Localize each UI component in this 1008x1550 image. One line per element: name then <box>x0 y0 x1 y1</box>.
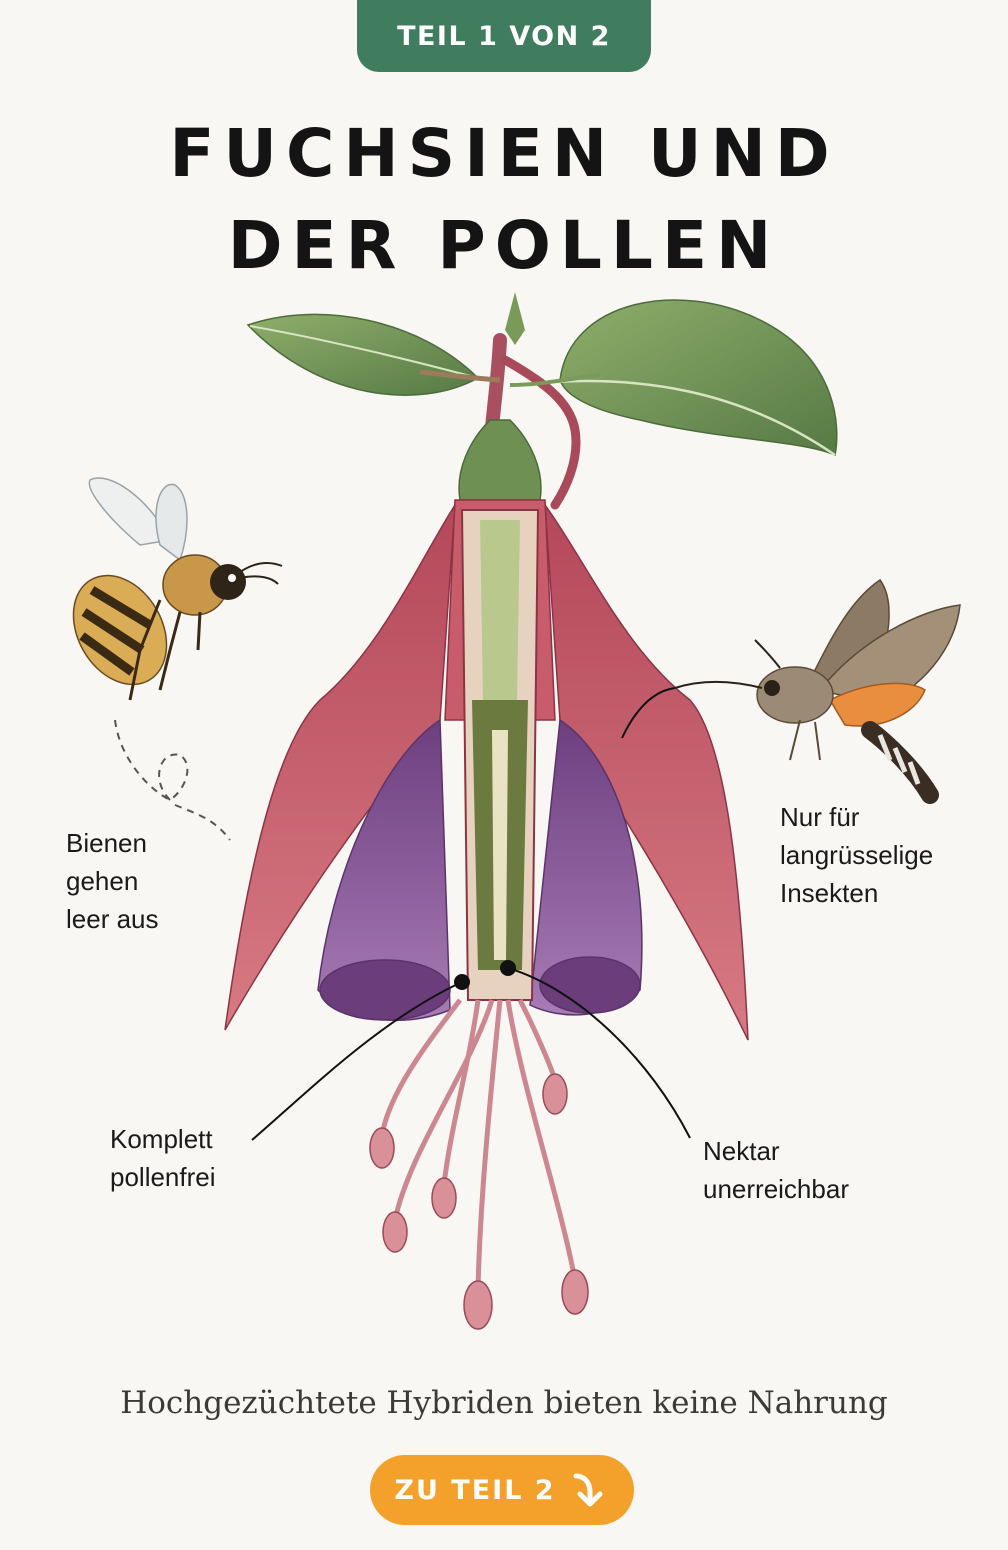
petals <box>317 718 643 1022</box>
title-line-2: DER POLLEN <box>227 207 781 284</box>
part-badge-label: TEIL 1 VON 2 <box>397 20 611 52</box>
stamens <box>379 998 578 1291</box>
part-badge: TEIL 1 VON 2 <box>357 0 651 72</box>
next-part-label: ZU TEIL 2 <box>394 1474 556 1506</box>
leaf-right <box>539 299 838 457</box>
ovary <box>458 419 542 501</box>
page-title: FUCHSIEN UND DER POLLEN <box>0 108 1008 292</box>
label-moth: Nur für langrüsselige Insekten <box>780 802 934 908</box>
label-pollen: Komplett pollenfrei <box>110 1124 216 1192</box>
next-part-button[interactable]: ZU TEIL 2 <box>370 1455 634 1525</box>
title-line-1: FUCHSIEN UND <box>169 115 839 192</box>
label-nectar: Nektar unerreichbar <box>703 1136 849 1204</box>
arrow-down-right-icon <box>573 1473 603 1507</box>
callout-moth <box>621 687 676 739</box>
anthers <box>369 1073 589 1330</box>
floral-tube-section <box>460 509 540 1001</box>
caption: Hochgezüchtete Hybriden bieten keine Nah… <box>120 1385 888 1421</box>
callout-nectar <box>500 960 691 1139</box>
moth-illustration <box>674 578 961 804</box>
callout-pollen <box>251 974 470 1141</box>
leaf-left <box>246 313 480 396</box>
label-bees: Bienen gehen leer aus <box>66 828 159 934</box>
bee-illustration <box>72 477 283 841</box>
